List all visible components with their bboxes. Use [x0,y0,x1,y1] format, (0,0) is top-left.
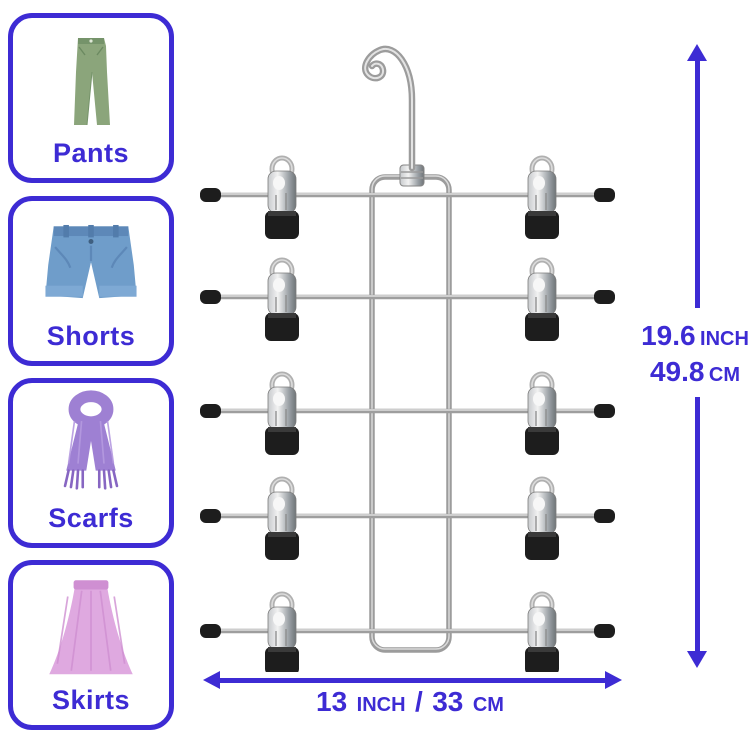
width-cm-unit: CM [472,694,504,716]
category-label-skirts: Skirts [51,685,131,715]
category-label-scarfs: Scarfs [48,503,134,533]
height-dimension-line [695,397,700,655]
height-cm-value: 49.8 [649,356,705,387]
width-dimension-line [218,678,608,683]
skirt-icon [17,571,165,687]
category-card-pants: Pants [8,13,174,183]
hanger-tier-5 [200,594,615,672]
width-inch-value: 13 [316,686,348,717]
arrow-right-icon [605,671,622,689]
height-inch-unit: INCH [700,328,749,350]
category-card-scarfs: Scarfs [8,378,174,548]
hanger-tier-4 [200,479,615,560]
hanger-tier-3 [200,374,615,455]
category-card-shorts: Shorts [8,196,174,366]
category-card-skirts: Skirts [8,560,174,730]
width-dimension-label: 13 INCH / 33 CM [260,686,565,718]
arrow-left-icon [203,671,220,689]
arrow-up-icon [687,44,707,61]
width-cm-value: 33 [432,686,464,717]
hanger-swivel [399,164,425,187]
height-dimension-line [695,58,700,308]
hanger-tier-2 [200,260,615,341]
category-label-shorts: Shorts [46,321,136,351]
height-cm-unit: CM [708,364,741,386]
width-inch-unit: INCH [356,694,406,716]
width-separator: / [415,686,423,717]
hanger-image [200,45,660,672]
scarf-icon [17,389,165,505]
hanger-tiers [200,158,615,672]
pants-icon [17,24,165,140]
shorts-icon [17,207,165,323]
height-dimension-label: 19.6 INCH 49.8 CM [635,320,755,392]
category-label-pants: Pants [52,138,130,168]
arrow-down-icon [687,651,707,668]
height-inch-value: 19.6 [641,320,696,351]
hanger-hook [361,45,416,172]
